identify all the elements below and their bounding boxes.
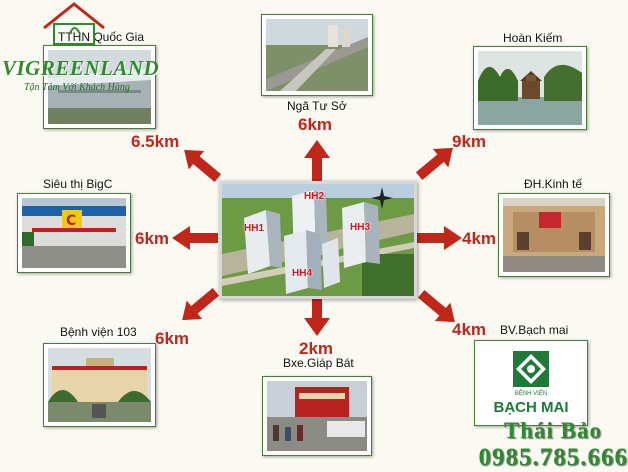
label-hoan-kiem: Hoàn Kiếm bbox=[503, 31, 563, 45]
arrow-up-icon bbox=[304, 140, 330, 182]
label-benh-vien-103: Bệnh viện 103 bbox=[60, 325, 137, 339]
photo-card-nga-tu-so bbox=[261, 14, 373, 96]
label-sieu-thi-bigc: Siêu thị BigC bbox=[43, 177, 113, 191]
bach-mai-sign-top: BỆNH VIỆN bbox=[514, 391, 548, 397]
distance-dh-kinh-te: 4km bbox=[462, 229, 497, 248]
svg-text:C: C bbox=[66, 213, 76, 229]
bigc-photo: C bbox=[22, 198, 126, 268]
photo-card-bxe-giap-bat bbox=[262, 376, 372, 456]
tower-label-hh2: HH2 bbox=[304, 191, 325, 202]
highway-photo bbox=[266, 19, 368, 91]
arrow-downright-icon bbox=[417, 290, 455, 323]
convention-center-photo bbox=[48, 50, 151, 124]
photo-card-sieu-thi-bigc: C bbox=[17, 193, 131, 273]
distance-benh-vien-103: 6km bbox=[155, 329, 190, 348]
arrow-left-icon bbox=[172, 226, 218, 250]
brand-name: VIGREENLAND bbox=[2, 56, 160, 80]
bach-mai-sign-name: BẠCH MAI bbox=[493, 399, 569, 416]
tower-label-hh4: HH4 bbox=[292, 268, 313, 279]
project-rendering: HH1 HH2 HH3 HH4 bbox=[219, 181, 417, 299]
hospital-103-photo bbox=[48, 348, 151, 422]
arrow-upleft-icon bbox=[184, 149, 222, 182]
distance-nga-tu-so: 6km bbox=[298, 115, 333, 134]
label-nga-tu-so: Ngã Tư Sở bbox=[287, 99, 347, 113]
tower-label-hh3: HH3 bbox=[350, 222, 371, 233]
brand-slogan: Tận Tâm Với Khách Hàng bbox=[24, 82, 130, 93]
photo-card-hoan-kiem bbox=[473, 46, 587, 130]
arrow-upright-icon bbox=[415, 147, 453, 180]
photo-card-dh-kinh-te bbox=[498, 193, 610, 277]
label-dh-kinh-te: ĐH.Kinh tế bbox=[524, 177, 583, 191]
house-logo-icon bbox=[43, 2, 105, 45]
bus-station-photo bbox=[267, 381, 367, 451]
tower-cluster-image bbox=[222, 184, 414, 296]
distance-sieu-thi-bigc: 6km bbox=[135, 229, 170, 248]
contact-phone: 0985.785.666 bbox=[478, 444, 628, 471]
compass-icon bbox=[371, 187, 393, 209]
photo-card-bv-bach-mai: BỆNH VIỆN BẠCH MAI bbox=[474, 340, 588, 426]
distance-bxe-giap-bat: 2km bbox=[299, 339, 334, 358]
distance-hoan-kiem: 9km bbox=[452, 132, 487, 151]
arrow-down-icon bbox=[304, 296, 330, 336]
arrow-right-icon bbox=[414, 226, 462, 250]
distance-bv-bach-mai: 4km bbox=[452, 320, 487, 339]
bach-mai-logo-icon bbox=[513, 351, 549, 387]
label-bv-bach-mai: BV.Bạch mai bbox=[500, 323, 569, 337]
contact-name: Thái Bảo bbox=[503, 418, 602, 443]
photo-card-tthn-quoc-gia bbox=[43, 45, 156, 129]
lake-pagoda-photo bbox=[478, 51, 582, 125]
tower-label-hh1: HH1 bbox=[244, 223, 265, 234]
label-bxe-giap-bat: Bxe.Giáp Bát bbox=[283, 356, 354, 370]
university-photo bbox=[503, 198, 605, 272]
photo-card-benh-vien-103 bbox=[43, 343, 156, 427]
arrow-downleft-icon bbox=[182, 288, 220, 321]
distance-tthn-quoc-gia: 6.5km bbox=[131, 132, 180, 151]
